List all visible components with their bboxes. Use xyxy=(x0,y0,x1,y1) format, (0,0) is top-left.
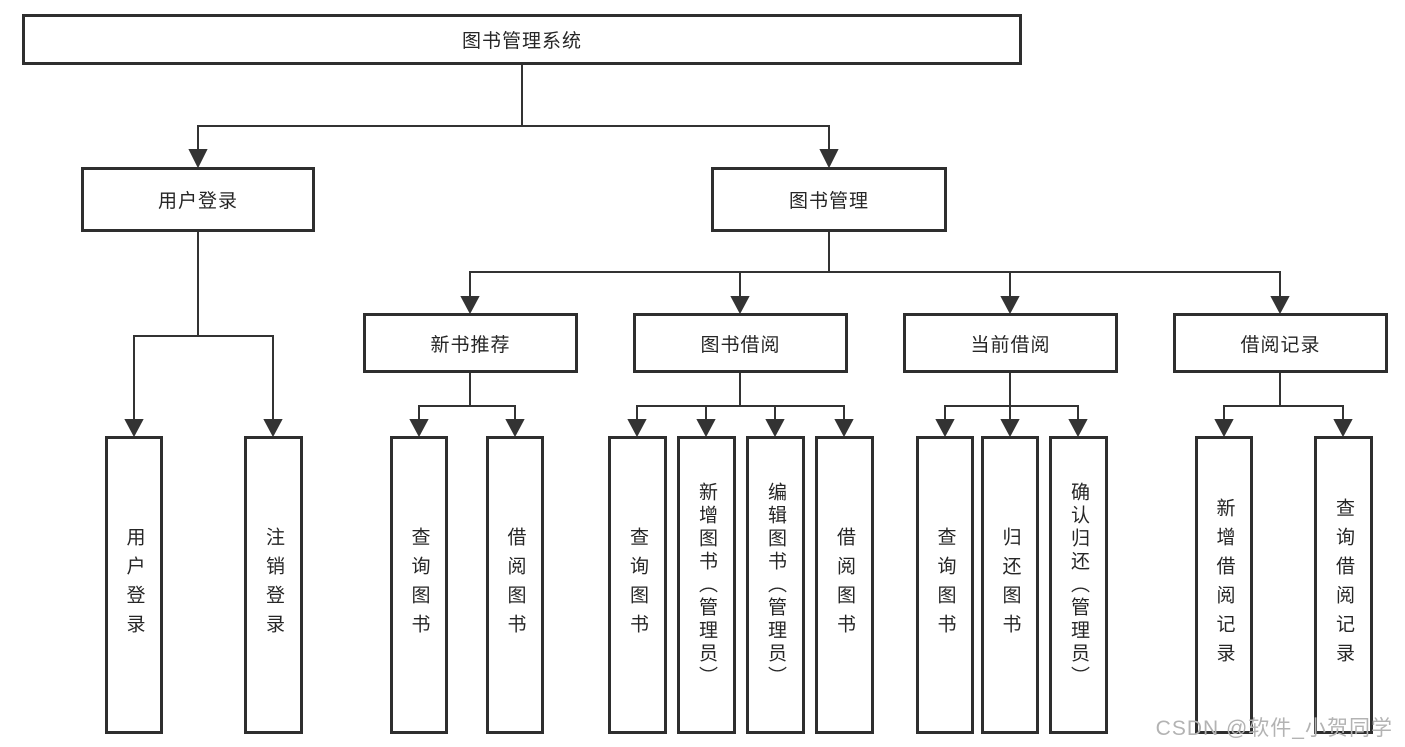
root-node-library-system: 图书管理系统 xyxy=(22,14,1022,65)
leaf-add-book-admin-label: 新增图书（管理员） xyxy=(696,481,717,689)
leaf-user-login-label: 用户登录 xyxy=(123,527,145,643)
leaf-query-books-recommend: 查询图书 xyxy=(390,436,448,734)
branch-user-login-label: 用户登录 xyxy=(157,191,238,212)
branch-book-management-label: 图书管理 xyxy=(788,191,869,212)
branch-book-management: 图书管理 xyxy=(711,167,947,232)
leaf-query-borrow-record-label: 查询借阅记录 xyxy=(1333,498,1354,672)
leaf-return-books: 归还图书 xyxy=(981,436,1039,734)
leaf-add-borrow-record-label: 新增借阅记录 xyxy=(1213,498,1235,672)
leaf-return-books-label: 归还图书 xyxy=(999,527,1021,643)
branch-current-borrowing-label: 当前借阅 xyxy=(970,334,1051,356)
leaf-query-books-recommend-label: 查询图书 xyxy=(408,527,430,643)
leaf-user-login: 用户登录 xyxy=(105,436,163,734)
leaf-borrow-books-recommend-label: 借阅图书 xyxy=(504,527,526,643)
leaf-borrow-books-borrowing-label: 借阅图书 xyxy=(834,527,855,643)
leaf-edit-book-admin: 编辑图书（管理员） xyxy=(746,436,805,734)
leaf-borrow-books-recommend: 借阅图书 xyxy=(486,436,544,734)
leaf-query-books-current: 查询图书 xyxy=(916,436,974,734)
leaf-confirm-return-admin-label: 确认归还（管理员） xyxy=(1068,481,1089,689)
leaf-borrow-books-borrowing: 借阅图书 xyxy=(815,436,874,734)
leaf-logout: 注销登录 xyxy=(244,436,303,734)
branch-book-borrowing-label: 图书借阅 xyxy=(700,334,781,356)
leaf-logout-label: 注销登录 xyxy=(263,527,284,643)
branch-user-login: 用户登录 xyxy=(81,167,315,232)
leaf-edit-book-admin-label: 编辑图书（管理员） xyxy=(765,481,786,689)
root-node-label: 图书管理系统 xyxy=(461,31,582,52)
branch-new-book-recommend: 新书推荐 xyxy=(363,313,578,373)
csdn-watermark: CSDN @软件_小贺同学 xyxy=(1155,717,1393,740)
branch-current-borrowing: 当前借阅 xyxy=(903,313,1118,373)
leaf-query-books-borrowing: 查询图书 xyxy=(608,436,667,734)
leaf-add-book-admin: 新增图书（管理员） xyxy=(677,436,736,734)
branch-borrowing-records: 借阅记录 xyxy=(1173,313,1388,373)
leaf-query-borrow-record: 查询借阅记录 xyxy=(1314,436,1373,734)
branch-book-borrowing: 图书借阅 xyxy=(633,313,848,373)
leaf-add-borrow-record: 新增借阅记录 xyxy=(1195,436,1253,734)
branch-borrowing-records-label: 借阅记录 xyxy=(1240,334,1321,356)
leaf-query-books-borrowing-label: 查询图书 xyxy=(627,527,648,643)
branch-new-book-recommend-label: 新书推荐 xyxy=(430,334,511,356)
leaf-query-books-current-label: 查询图书 xyxy=(934,527,956,643)
leaf-confirm-return-admin: 确认归还（管理员） xyxy=(1049,436,1108,734)
